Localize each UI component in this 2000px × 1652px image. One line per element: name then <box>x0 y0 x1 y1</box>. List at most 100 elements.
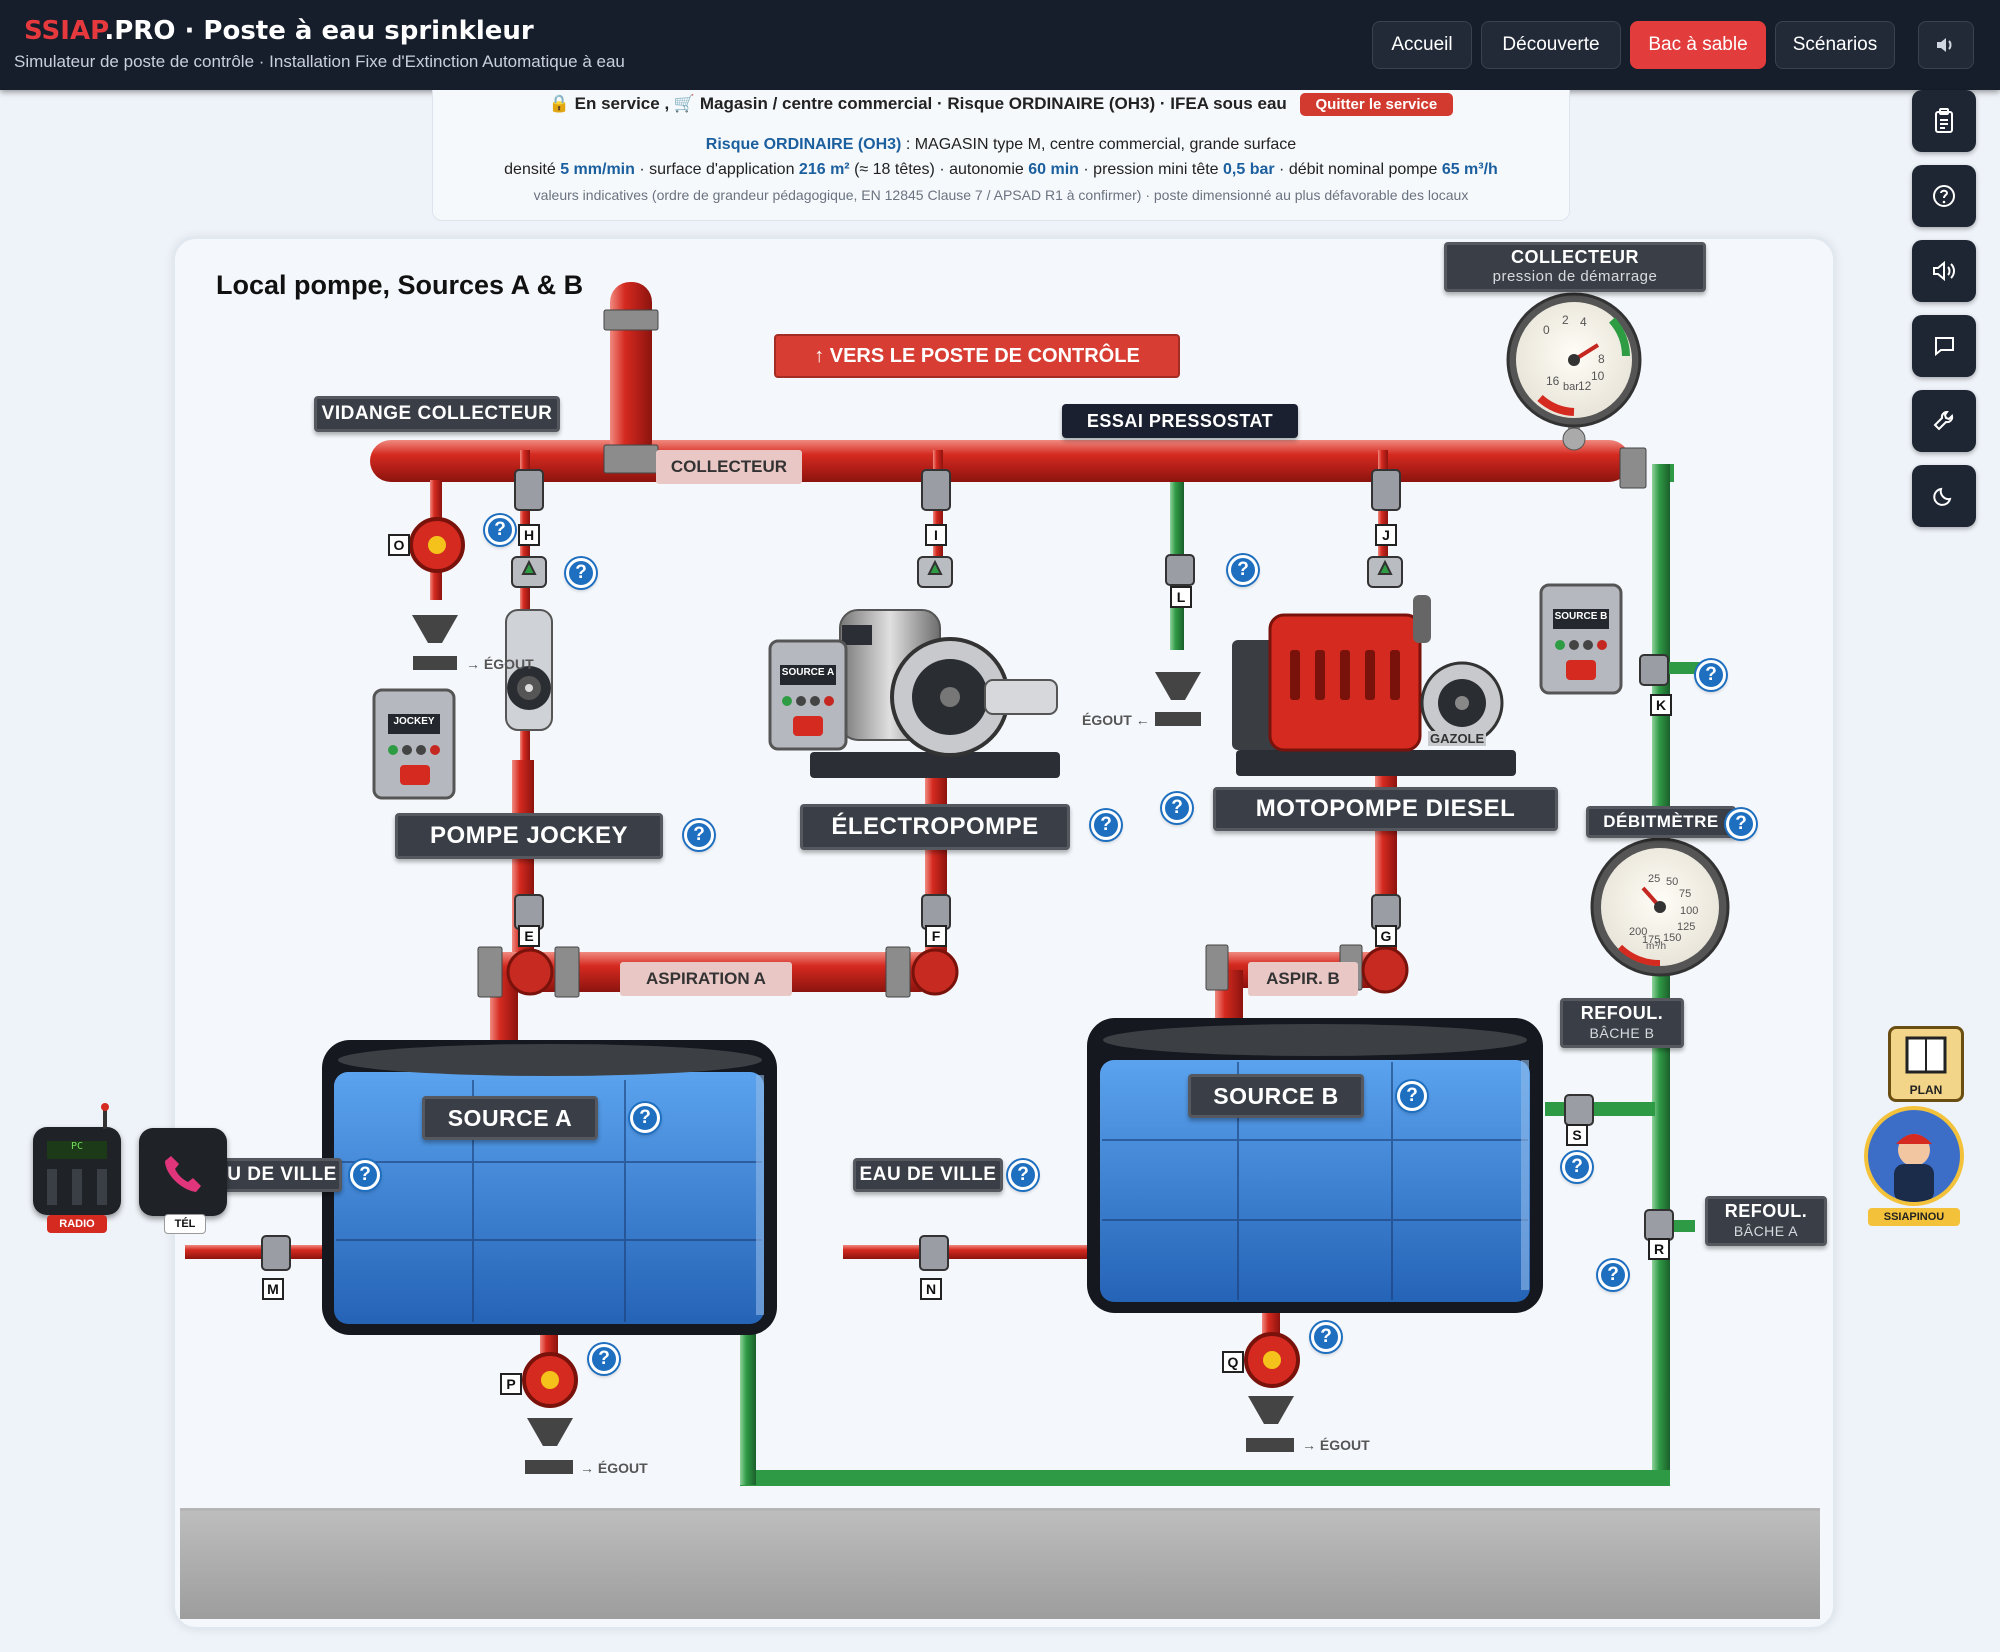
risk-desc: : MAGASIN type M, centre commercial, gra… <box>901 136 1297 153</box>
gauge-tick: 75 <box>1679 888 1692 900</box>
gauge-unit: m³/h <box>1646 941 1666 952</box>
brand-red: SSIAP <box>24 16 105 46</box>
nav-discovery-button[interactable]: Découverte <box>1481 21 1621 69</box>
nav-scenarios-button[interactable]: Scénarios <box>1775 21 1895 69</box>
help-valve-l[interactable]: ? <box>1228 555 1258 585</box>
help-city-water-a[interactable]: ? <box>350 1160 380 1190</box>
help-valve-h[interactable]: ? <box>485 515 515 545</box>
valve-l[interactable]: L <box>1170 586 1192 608</box>
return-b-subtitle: BÂCHE B <box>1589 1025 1655 1041</box>
source-a-box-label: SOURCE A <box>781 667 835 678</box>
collector-pipe <box>370 440 1630 482</box>
to-control-post-button[interactable]: ↑ VERS LE POSTE DE CONTRÔLE <box>774 334 1180 378</box>
collector-pressure-gauge <box>1506 292 1642 451</box>
scene-title: Local pompe, Sources A & B <box>216 270 584 300</box>
help-electric-pump[interactable]: ? <box>1091 810 1121 840</box>
help-jockey-pump[interactable]: ? <box>684 820 714 850</box>
help-flow-meter[interactable]: ? <box>1726 809 1756 839</box>
floor-plan-icon <box>1905 1036 1947 1074</box>
help-source-a[interactable]: ? <box>630 1103 660 1133</box>
valve-p[interactable]: P <box>500 1373 522 1395</box>
tel-label: TÉL <box>164 1214 206 1234</box>
nav-home-button[interactable]: Accueil <box>1372 21 1472 69</box>
risk-line: Risque ORDINAIRE (OH3) : MAGASIN type M,… <box>433 136 1569 154</box>
lock-icon: 🔒 <box>548 94 570 113</box>
audio-button[interactable] <box>1912 240 1976 302</box>
return-tank-a-label: REFOUL. BÂCHE A <box>1705 1196 1827 1246</box>
valve-o[interactable]: O <box>388 534 410 556</box>
diesel-pump <box>1232 595 1516 776</box>
valve-q[interactable]: Q <box>1222 1351 1244 1373</box>
radio-device[interactable]: PC <box>33 1127 121 1215</box>
help-valve-q[interactable]: ? <box>1311 1322 1341 1352</box>
valve-h[interactable]: H <box>518 524 540 546</box>
gauge-tick: 16 <box>1546 374 1560 388</box>
jockey-pump-label: POMPE JOCKEY <box>395 813 663 859</box>
question-circle-icon <box>1933 185 1955 207</box>
mascot-avatar[interactable] <box>1864 1106 1964 1206</box>
help-check-valve-jockey[interactable]: ? <box>566 558 596 588</box>
firefighter-icon <box>1894 1134 1934 1202</box>
service-state: En service <box>574 94 660 113</box>
valve-f[interactable]: F <box>925 925 947 947</box>
dark-mode-button[interactable] <box>1912 465 1976 527</box>
wrench-icon <box>1933 411 1954 431</box>
help-valve-k[interactable]: ? <box>1696 660 1726 690</box>
valve-i[interactable]: I <box>925 524 947 546</box>
radio-antenna <box>103 1105 107 1129</box>
valve-e[interactable]: E <box>518 925 540 947</box>
valve-r[interactable]: R <box>1648 1238 1670 1260</box>
flow-value: 65 m³/h <box>1441 161 1498 178</box>
valve-g[interactable]: G <box>1375 925 1397 947</box>
plan-button[interactable]: PLAN <box>1888 1026 1964 1102</box>
help-valve-s[interactable]: ? <box>1562 1152 1592 1182</box>
autonomy-value: 60 min <box>1028 161 1079 178</box>
help-source-b[interactable]: ? <box>1397 1081 1427 1111</box>
radio-screen: PC <box>47 1141 107 1159</box>
drain-label-collector: → ÉGOUT <box>466 656 534 672</box>
flow-meter-gauge <box>1590 837 1730 977</box>
service-info-panel: 🔒 En service , 🛒 Magasin / centre commer… <box>432 90 1570 221</box>
aspiration-b-label: ASPIR. B <box>1248 962 1358 996</box>
flow-meter-label: DÉBITMÈTRE <box>1586 806 1736 838</box>
tools-button[interactable] <box>1912 390 1976 452</box>
tank-source-b <box>1087 1018 1543 1313</box>
cart-icon: 🛒 <box>673 94 696 113</box>
sound-toggle-button[interactable] <box>1918 21 1974 69</box>
jockey-pump <box>505 609 553 731</box>
gauge-tick: 50 <box>1666 876 1679 888</box>
nav-sandbox-button[interactable]: Bac à sable <box>1630 21 1766 69</box>
gauge-tick: 0 <box>1543 323 1550 337</box>
text: (≈ 18 têtes) · autonomie <box>849 161 1029 178</box>
service-description: Magasin / centre commercial · Risque ORD… <box>699 94 1287 113</box>
gauge-tick: 12 <box>1578 379 1592 393</box>
telephone-device[interactable] <box>139 1128 227 1216</box>
clipboard-icon <box>1935 108 1953 133</box>
check-valves <box>511 556 1403 588</box>
valve-m[interactable]: M <box>262 1278 284 1300</box>
valve-s[interactable]: S <box>1566 1124 1588 1146</box>
quit-service-button[interactable]: Quitter le service <box>1299 93 1454 116</box>
volume-icon <box>1933 260 1955 282</box>
moon-icon <box>1933 487 1952 506</box>
chat-button[interactable] <box>1912 315 1976 377</box>
help-valve-p[interactable]: ? <box>589 1344 619 1374</box>
pressure-switch-test-button[interactable]: ESSAI PRESSOSTAT <box>1062 404 1298 438</box>
checklist-button[interactable] <box>1912 90 1976 152</box>
gauge-tick: 150 <box>1663 932 1682 944</box>
phone-icon <box>165 1156 201 1192</box>
help-diesel-pump[interactable]: ? <box>1162 793 1192 823</box>
valve-n[interactable]: N <box>920 1278 942 1300</box>
help-button[interactable] <box>1912 165 1976 227</box>
help-city-water-b[interactable]: ? <box>1008 1160 1038 1190</box>
help-valve-r[interactable]: ? <box>1598 1260 1628 1290</box>
gauge-tick: 25 <box>1648 873 1661 885</box>
pressure-value: 0,5 bar <box>1223 161 1275 178</box>
app-subtitle: Simulateur de poste de contrôle · Instal… <box>14 52 625 71</box>
valve-j[interactable]: J <box>1375 524 1397 546</box>
valve-k[interactable]: K <box>1650 694 1672 716</box>
text: · pression mini tête <box>1078 161 1224 178</box>
electric-pump-label: ÉLECTROPOMPE <box>800 804 1070 850</box>
mascot-label: SSIAPINOU <box>1868 1208 1960 1226</box>
